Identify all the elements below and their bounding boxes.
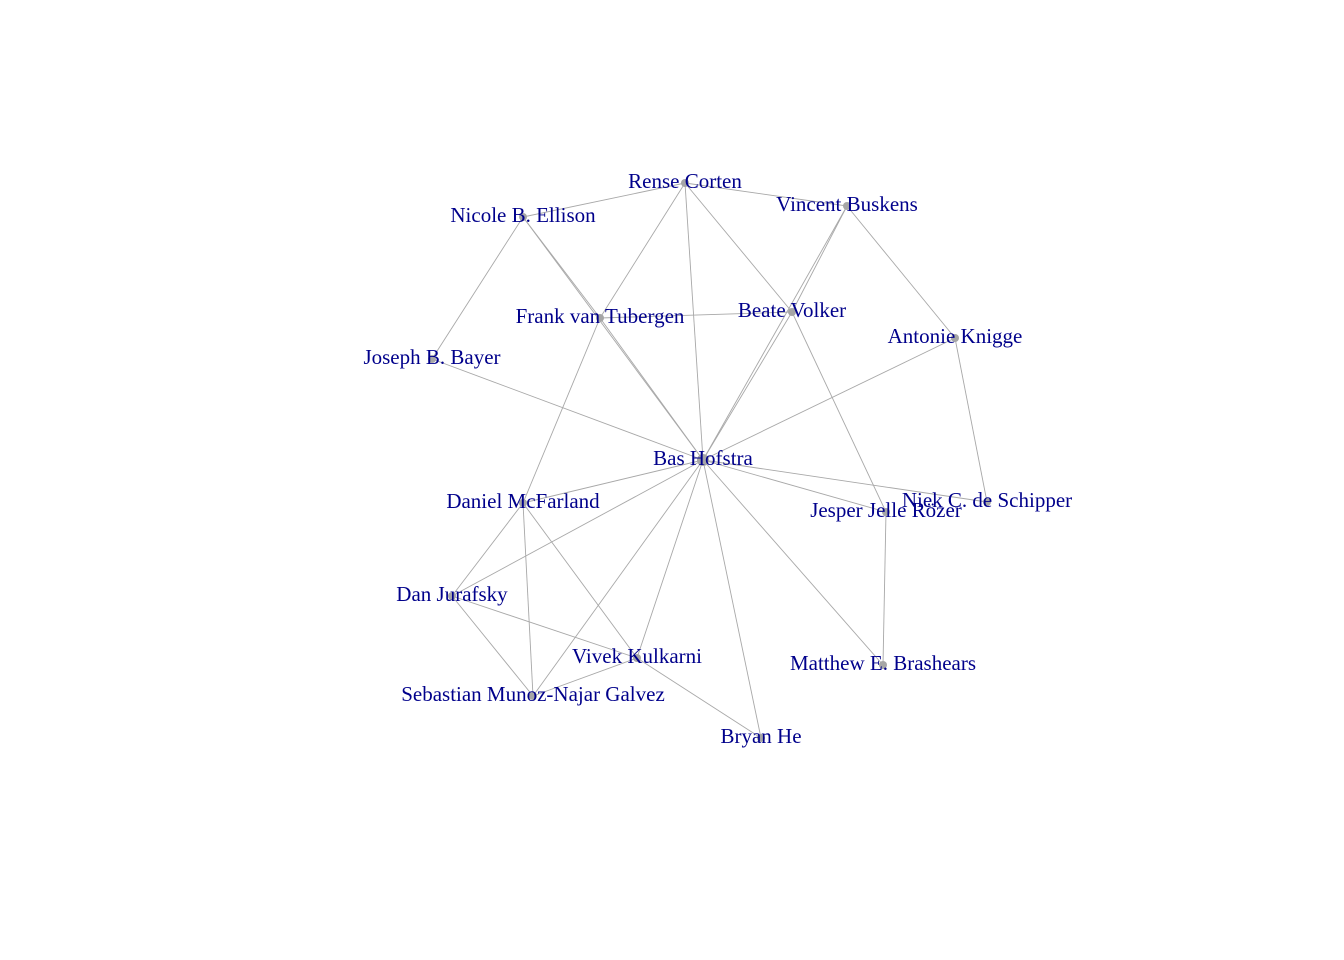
node-sebastian: [529, 692, 537, 700]
edge-bas-bryan: [702, 459, 762, 739]
edge-dan-vivek: [451, 595, 638, 659]
node-label-dan: Dan Jurafsky: [396, 582, 508, 606]
node-vincent: [843, 202, 851, 210]
edge-antonie-niek: [954, 337, 988, 503]
edge-dan-sebastian: [451, 595, 534, 697]
edge-vincent-beate: [791, 205, 848, 313]
edge-daniel-sebastian: [522, 502, 534, 697]
edge-daniel-vivek: [522, 502, 638, 659]
node-label-bas: Bas Hofstra: [653, 446, 753, 470]
edge-rense-frank: [599, 182, 686, 319]
node-label-sebastian: Sebastian Munoz-Najar Galvez: [401, 682, 665, 706]
node-niek: [983, 498, 991, 506]
edge-bas-joseph: [431, 358, 704, 461]
node-daniel: [519, 499, 527, 507]
node-vivek: [633, 654, 641, 662]
edge-bas-frank: [599, 317, 704, 461]
edge-bas-dan: [451, 459, 704, 597]
edge-rense-vincent: [684, 182, 848, 207]
edge-beate-jesper: [791, 311, 887, 513]
node-label-matthew: Matthew E. Brashears: [790, 651, 976, 675]
edge-bas-antonie: [702, 337, 956, 461]
edge-rense-nicole: [522, 182, 686, 218]
nodes-layer: [428, 179, 991, 742]
node-bas: [697, 454, 709, 466]
node-label-beate: Beate Volker: [738, 298, 846, 322]
edges-layer: [431, 182, 988, 739]
edge-bas-daniel: [522, 459, 704, 504]
edge-vincent-antonie: [846, 205, 956, 339]
edge-bas-beate: [702, 311, 793, 461]
node-antonie: [951, 334, 959, 342]
node-label-vincent: Vincent Buskens: [776, 192, 918, 216]
node-label-rense: Rense Corten: [628, 169, 742, 193]
node-label-vivek: Vivek Kulkarni: [572, 644, 702, 668]
edge-bas-nicole: [522, 216, 704, 461]
edge-bas-jesper: [702, 459, 887, 513]
edge-frank-daniel: [522, 317, 601, 504]
edge-nicole-frank: [522, 216, 601, 319]
edge-bas-vivek: [636, 459, 704, 659]
node-label-nicole: Nicole B. Ellison: [450, 203, 596, 227]
node-joseph: [428, 355, 436, 363]
node-label-antonie: Antonie Knigge: [888, 324, 1023, 348]
edge-nicole-joseph: [431, 216, 524, 360]
node-label-daniel: Daniel McFarland: [446, 489, 600, 513]
node-matthew: [879, 661, 887, 669]
node-label-jesper: Jesper Jelle Rözer: [810, 498, 962, 522]
node-label-niek: Niek C. de Schipper: [902, 488, 1072, 512]
edge-bas-sebastian: [532, 459, 704, 697]
edge-jesper-matthew: [882, 511, 887, 666]
edge-daniel-dan: [451, 502, 524, 597]
node-nicole: [519, 213, 527, 221]
node-rense: [681, 179, 689, 187]
edge-bas-rense: [684, 182, 704, 461]
node-beate: [788, 308, 796, 316]
node-dan: [448, 592, 456, 600]
edge-bas-niek: [702, 459, 988, 503]
node-label-bryan: Bryan He: [720, 724, 801, 748]
node-bryan: [757, 734, 765, 742]
node-label-frank: Frank van Tubergen: [516, 304, 685, 328]
edge-bas-vincent: [702, 205, 848, 461]
edge-vivek-sebastian: [532, 657, 638, 697]
edge-frank-beate: [599, 311, 793, 319]
edge-bas-matthew: [702, 459, 884, 666]
edge-vivek-bryan: [636, 657, 762, 739]
node-label-joseph: Joseph B. Bayer: [363, 345, 500, 369]
node-frank: [596, 314, 604, 322]
node-jesper: [882, 508, 890, 516]
edge-rense-beate: [684, 182, 793, 313]
